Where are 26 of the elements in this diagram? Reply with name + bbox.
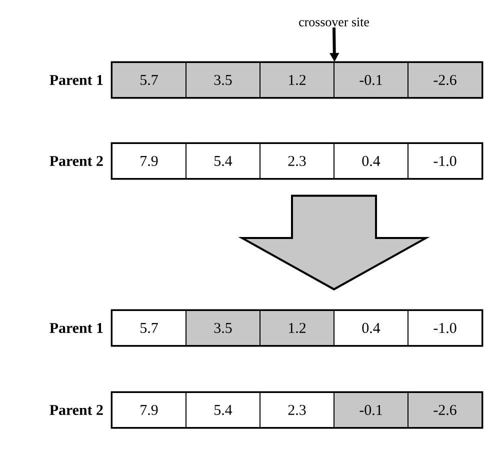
gene-cell: 3.5 bbox=[186, 62, 260, 98]
gene-cell: 0.4 bbox=[334, 310, 408, 346]
gene-cell: -1.0 bbox=[408, 143, 482, 179]
block-arrow bbox=[238, 194, 430, 290]
gene-cell: 2.3 bbox=[260, 143, 334, 179]
row-label: Parent 1 bbox=[50, 323, 103, 333]
gene-cell: 5.7 bbox=[112, 62, 186, 98]
gene-cell: 5.4 bbox=[186, 392, 260, 428]
gene-cell: -2.6 bbox=[408, 62, 482, 98]
gene-cell: -2.6 bbox=[408, 392, 482, 428]
row-label: Parent 2 bbox=[50, 404, 103, 416]
gene-cell: 5.4 bbox=[186, 143, 260, 179]
row-label: Parent 1 bbox=[50, 75, 103, 85]
annotation-label: crossover site bbox=[299, 18, 369, 26]
gene-cell: 5.7 bbox=[112, 310, 186, 346]
gene-cell: 0.4 bbox=[334, 143, 408, 179]
gene-cell: 7.9 bbox=[112, 143, 186, 179]
gene-cell: -0.1 bbox=[334, 62, 408, 98]
gene-cell: -1.0 bbox=[408, 310, 482, 346]
gene-cell: -0.1 bbox=[334, 392, 408, 428]
gene-cell: 1.2 bbox=[260, 310, 334, 346]
gene-cell: 1.2 bbox=[260, 62, 334, 98]
gene-cell: 2.3 bbox=[260, 392, 334, 428]
row-label: Parent 2 bbox=[50, 156, 103, 166]
gene-cell: 3.5 bbox=[186, 310, 260, 346]
gene-cell: 7.9 bbox=[112, 392, 186, 428]
